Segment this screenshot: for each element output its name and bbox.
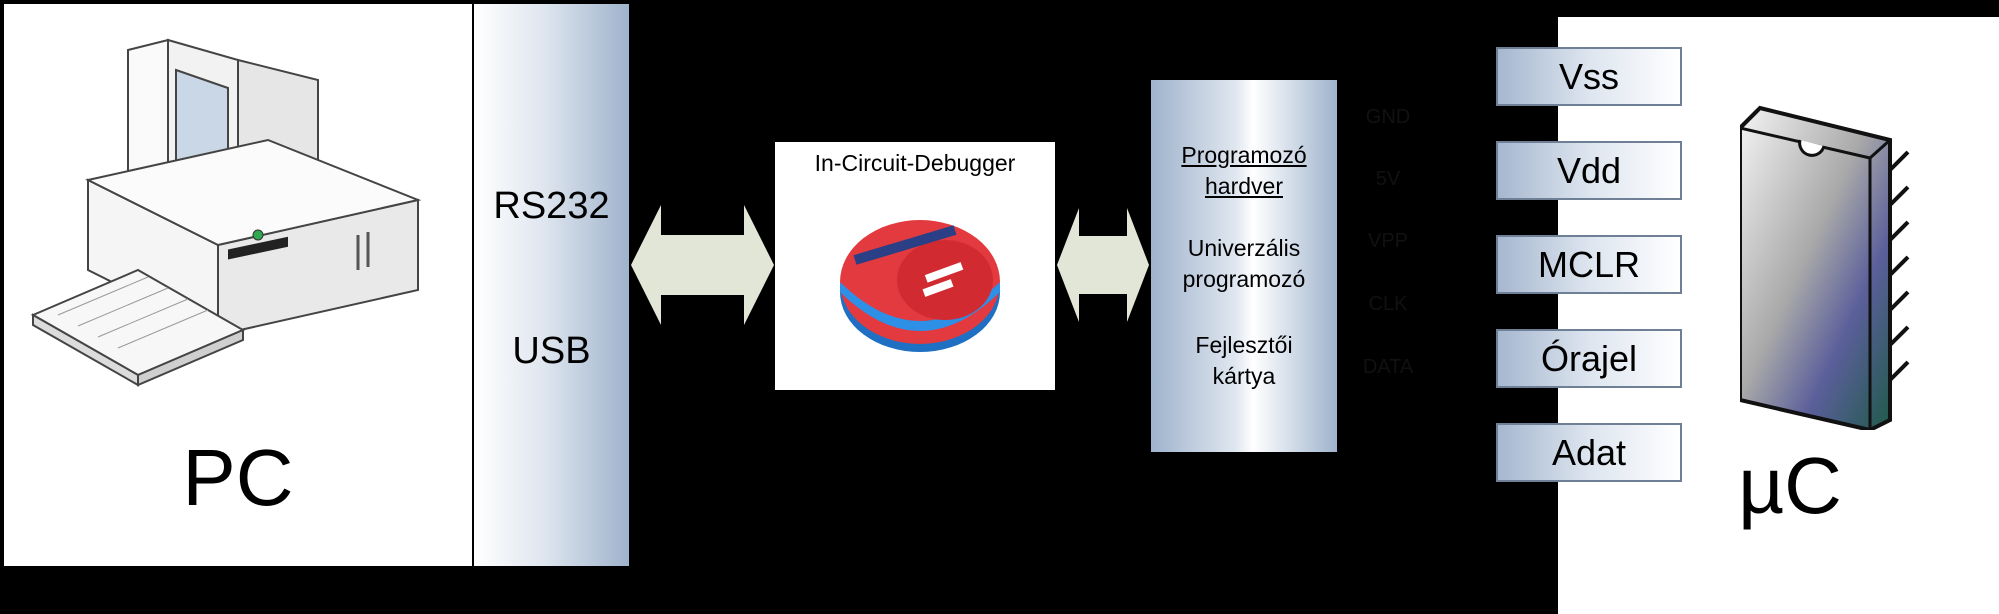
usb-label: USB <box>512 330 591 372</box>
wire-label-clk: CLK <box>1368 293 1408 315</box>
programmer-hardware-line1: Programozó <box>1181 142 1307 168</box>
pin-mclr: MCLR <box>1496 235 1682 294</box>
wire-label-5v: 5V <box>1375 168 1401 190</box>
dev-board-line2: kártya <box>1212 363 1276 389</box>
bidirectional-arrow-icon <box>631 205 774 325</box>
wire-label-vpp: VPP <box>1367 230 1409 252</box>
pc-label: PC <box>182 433 294 522</box>
programmer-hardware-label: Programozó hardver <box>1151 140 1337 202</box>
interface-panel <box>474 4 629 566</box>
universal-line2: programozó <box>1182 266 1306 292</box>
bidirectional-arrow-icon <box>1057 208 1149 322</box>
wire-label-gnd: GND <box>1365 106 1411 128</box>
dev-board-label: Fejlesztői kártya <box>1151 330 1337 392</box>
icd2-puck-icon <box>840 220 1000 352</box>
pin-vdd: Vdd <box>1496 141 1682 200</box>
desktop-computer-icon <box>30 38 422 387</box>
microcontroller-chip-icon <box>1740 105 1910 430</box>
universal-line1: Univerzális <box>1187 235 1301 261</box>
programmer-hardware-line2: hardver <box>1205 173 1283 199</box>
pin-clock: Órajel <box>1496 329 1682 388</box>
uc-label: µC <box>1738 441 1842 530</box>
rs232-label: RS232 <box>493 185 610 227</box>
pin-vss: Vss <box>1496 47 1682 106</box>
universal-programmer-label: Univerzális programozó <box>1151 233 1337 295</box>
wire-label-data: DATA <box>1362 356 1414 378</box>
pin-data: Adat <box>1496 423 1682 482</box>
dev-board-line1: Fejlesztői <box>1195 332 1293 358</box>
debugger-title: In-Circuit-Debugger <box>814 150 1016 176</box>
programmer-panel <box>1151 80 1337 452</box>
